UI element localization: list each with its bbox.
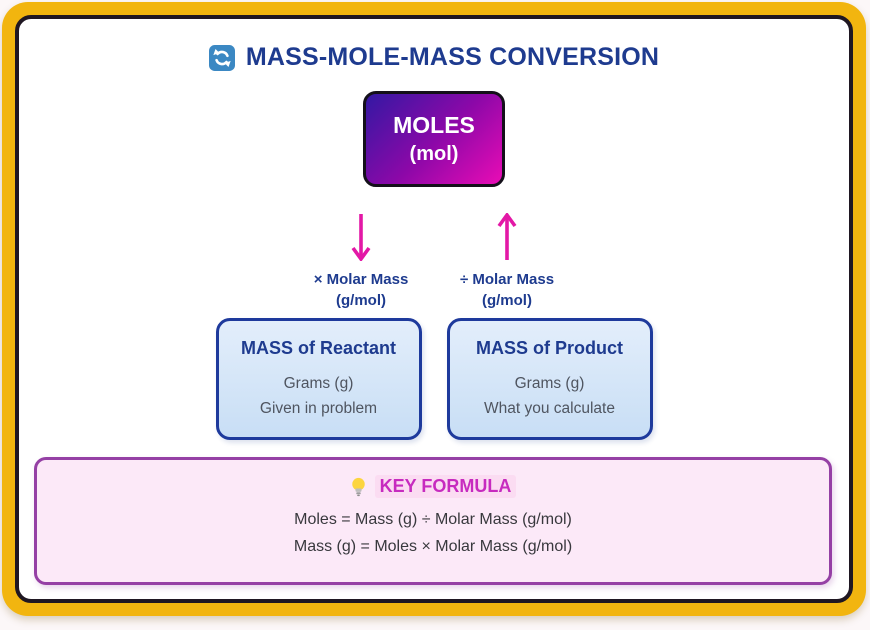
divide-label: ÷ Molar Mass (g/mol) — [460, 269, 554, 311]
multiply-label-text: × Molar Mass — [313, 271, 409, 288]
moles-node-title: MOLES — [393, 112, 475, 139]
arrow-up-icon — [497, 213, 517, 260]
poster-panel: MASS-MOLE-MASS CONVERSION MOLES (mol) × … — [15, 15, 853, 603]
multiply-label-unit: (g/mol) — [336, 292, 386, 309]
key-formula-header: KEY FORMULA — [37, 475, 829, 498]
key-formula-title: KEY FORMULA — [374, 475, 517, 498]
divide-label-unit: (g/mol) — [481, 292, 532, 309]
conversion-arrows-row: × Molar Mass (g/mol) ÷ Molar Mass (g/mol… — [19, 213, 849, 311]
key-formula-panel: KEY FORMULA Moles = Mass (g) ÷ Molar Mas… — [34, 457, 832, 585]
mass-reactant-line1: Grams (g) — [283, 375, 354, 392]
mass-of-reactant-box: MASS of Reactant Grams (g) Given in prob… — [215, 318, 422, 440]
mass-of-product-box: MASS of Product Grams (g) What you calcu… — [446, 318, 653, 440]
mass-reactant-line2: Given in problem — [259, 400, 378, 418]
divide-label-text: ÷ Molar Mass — [459, 271, 555, 288]
mass-reactant-title: MASS of Reactant — [240, 338, 397, 358]
multiply-label: × Molar Mass (g/mol) — [314, 269, 409, 311]
mass-product-line2: What you calculate — [484, 400, 615, 418]
arrow-down-icon — [351, 214, 371, 261]
formula-mass: Mass (g) = Moles × Molar Mass (g/mol) — [293, 537, 573, 555]
page-title: MASS-MOLE-MASS CONVERSION — [245, 43, 660, 71]
header: MASS-MOLE-MASS CONVERSION — [19, 43, 849, 72]
cycle-refresh-icon — [208, 44, 235, 71]
lightbulb-icon — [351, 477, 365, 496]
multiply-conversion: × Molar Mass (g/mol) — [288, 213, 434, 311]
poster-frame: MASS-MOLE-MASS CONVERSION MOLES (mol) × … — [2, 2, 866, 616]
mass-product-line1: Grams (g) — [514, 375, 585, 392]
mass-product-title: MASS of Product — [476, 338, 623, 358]
moles-node: MOLES (mol) — [363, 91, 505, 187]
divide-conversion: ÷ Molar Mass (g/mol) — [434, 213, 580, 311]
moles-node-unit: (mol) — [409, 142, 459, 165]
formula-moles: Moles = Mass (g) ÷ Molar Mass (g/mol) — [294, 511, 572, 528]
mass-boxes-row: MASS of Reactant Grams (g) Given in prob… — [19, 318, 849, 440]
